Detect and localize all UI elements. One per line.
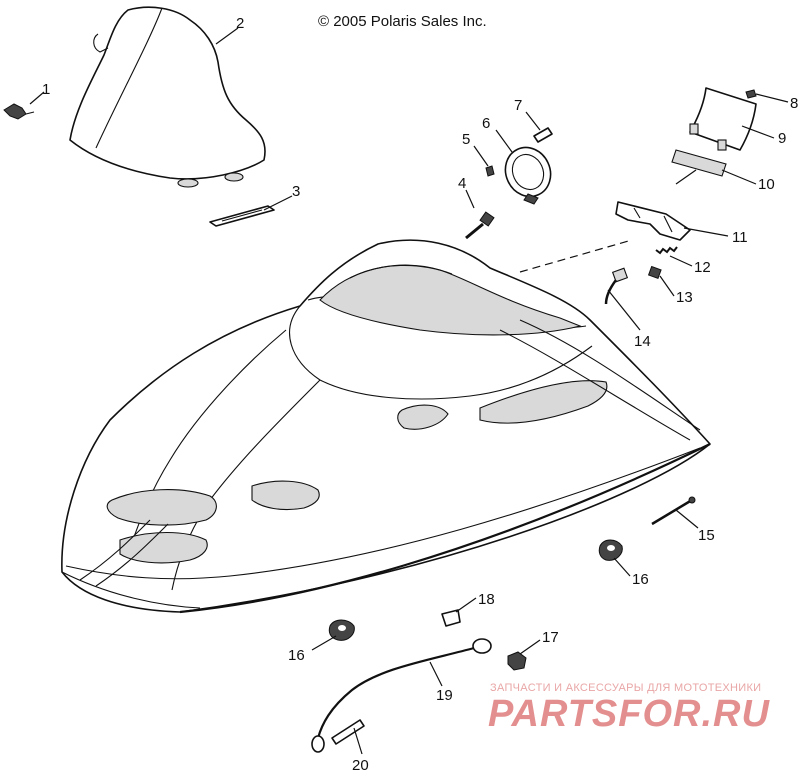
tab-part-7 xyxy=(533,127,553,143)
fitting-part-13 xyxy=(647,265,662,280)
cable-tie-part-15 xyxy=(651,496,696,526)
gauge-part-6 xyxy=(504,146,552,205)
strip-part-3 xyxy=(209,205,275,227)
alignment-line xyxy=(519,239,633,273)
clip-part-18 xyxy=(441,609,461,627)
callout-9: 9 xyxy=(778,130,786,147)
callout-16-right: 16 xyxy=(632,571,649,588)
callout-8: 8 xyxy=(790,95,798,112)
callout-15: 15 xyxy=(698,527,715,544)
callout-3: 3 xyxy=(292,183,300,200)
watermark-tagline: ЗАПЧАСТИ И АКСЕССУАРЫ ДЛЯ МОТОТЕХНИКИ xyxy=(490,682,761,694)
callout-13: 13 xyxy=(676,289,693,306)
leader-lines xyxy=(29,27,789,755)
callout-2: 2 xyxy=(236,15,244,32)
grommet-part-16b xyxy=(328,619,355,641)
grommet-part-16a xyxy=(598,539,623,561)
callout-numbers: 1 2 3 4 5 6 7 8 9 10 11 12 13 14 15 16 1… xyxy=(42,15,798,772)
callout-16-left: 16 xyxy=(288,647,305,664)
callout-7: 7 xyxy=(514,97,522,114)
bolt-part-4 xyxy=(465,211,495,240)
callout-19: 19 xyxy=(436,687,453,704)
callout-17: 17 xyxy=(542,629,559,646)
nut-part-17 xyxy=(507,651,527,671)
callout-6: 6 xyxy=(482,115,490,132)
callout-18: 18 xyxy=(478,591,495,608)
housing-part-9 xyxy=(689,87,757,151)
watermark: ЗАПЧАСТИ И АКСЕССУАРЫ ДЛЯ МОТОТЕХНИКИ PA… xyxy=(488,682,770,735)
tether-part-19 xyxy=(311,638,492,753)
callout-14: 14 xyxy=(634,333,651,350)
windshield-part xyxy=(69,6,266,188)
bracket-part-11 xyxy=(615,201,691,241)
callout-4: 4 xyxy=(458,175,466,192)
callout-12: 12 xyxy=(694,259,711,276)
hood-part xyxy=(61,239,711,614)
connector-part-14 xyxy=(604,267,629,305)
callout-1: 1 xyxy=(42,81,50,98)
spring-part-12 xyxy=(655,246,678,255)
callout-20: 20 xyxy=(352,757,369,772)
pin-part-5 xyxy=(485,165,495,177)
callout-5: 5 xyxy=(462,131,470,148)
callout-11: 11 xyxy=(732,229,748,246)
lens-part-10 xyxy=(671,149,727,177)
screw-part-8 xyxy=(745,89,757,99)
screw-part-1 xyxy=(3,103,35,120)
copyright-text: © 2005 Polaris Sales Inc. xyxy=(318,13,487,30)
watermark-brand: PARTSFOR.RU xyxy=(488,693,770,735)
callout-10: 10 xyxy=(758,176,775,193)
rivet-part-20 xyxy=(331,719,365,745)
